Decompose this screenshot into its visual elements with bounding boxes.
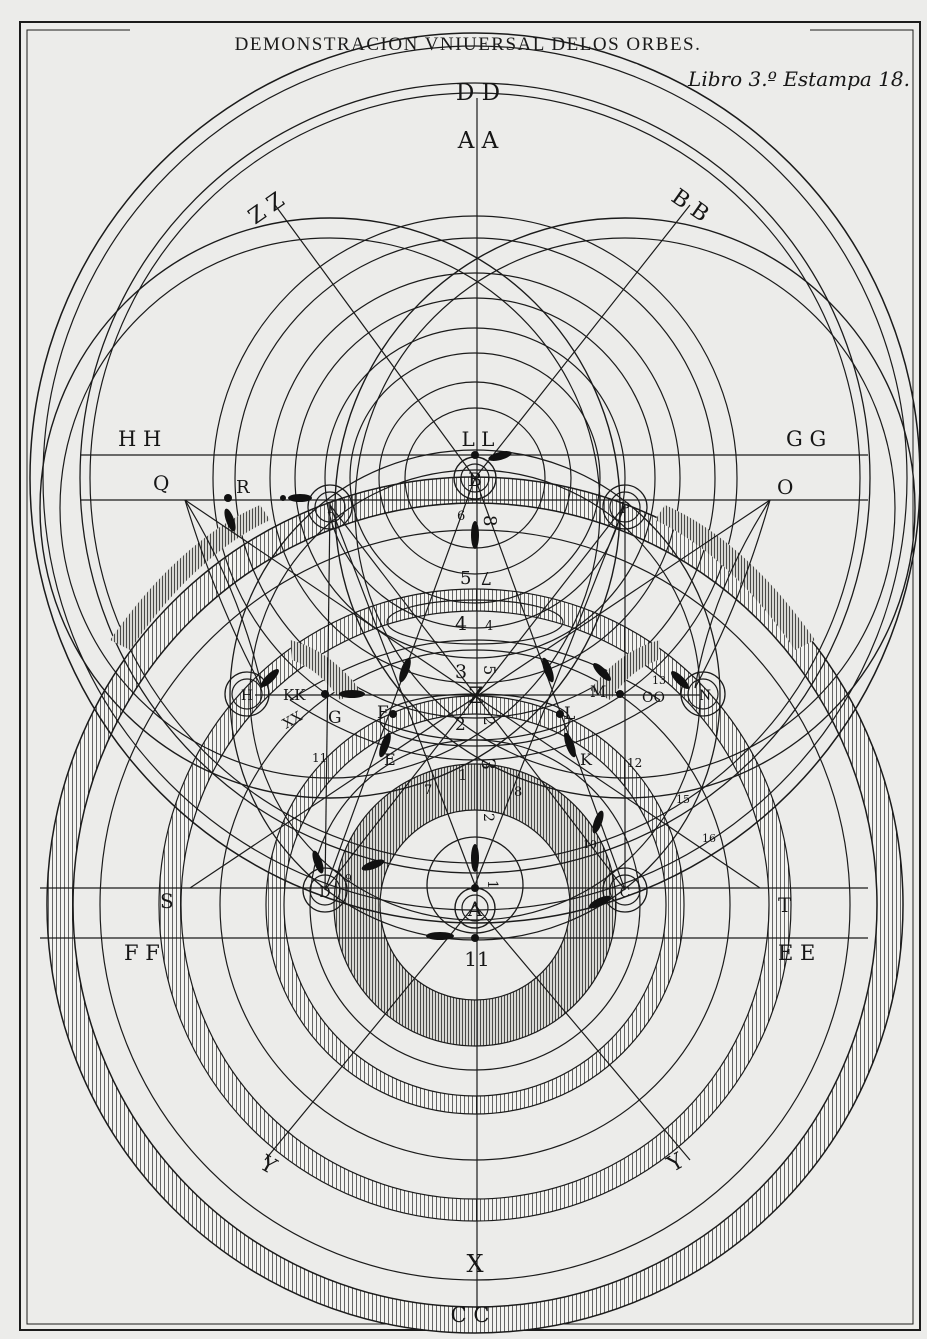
label-16: 16 [702,832,716,845]
path-dot [389,710,397,718]
label-5: 5 [460,568,471,589]
leaf-marker [288,494,312,502]
path-dot [280,495,286,501]
label-k: K [580,750,593,769]
label-x: X [466,1250,483,1278]
label-15: 15 [676,793,690,806]
label-z: Z [468,684,483,709]
glyph-3: 3 [477,758,499,770]
label-aa: A A [457,128,499,154]
label-n: N [699,688,711,704]
leaf-marker [339,690,365,698]
label-g: G [328,708,342,728]
label-p: P [620,499,630,517]
glyph-11: 11 [464,947,489,971]
label-c: C [620,885,631,901]
label-o: O [777,475,793,499]
label-m: M [590,682,606,701]
label-12: 12 [627,756,642,770]
label-10: 10 [583,838,597,851]
label-6: 6 [457,509,465,524]
glyph-2: 2 [480,716,498,726]
path-dot [224,494,232,502]
label-t: T [778,893,792,917]
label-9: 9 [345,872,352,885]
label-gg: G G [786,427,826,451]
label-oo: OO [642,690,665,706]
leaf-marker [471,521,479,549]
label-i: I [327,499,333,517]
glyph-7: 7 [481,567,492,588]
glyph-4: 4 [485,619,493,634]
label-q: Q [153,471,169,495]
path-dot [471,934,479,942]
label-cc: C C [451,1303,490,1327]
label-7: 7 [424,783,432,798]
label-f: F [377,703,389,723]
path-dot [556,710,564,718]
label-l: L [564,704,575,724]
label-r: R [236,477,250,498]
label-4: 4 [455,613,467,635]
label-h: H [241,688,253,704]
glyph-5: 5 [480,665,499,675]
label-ee: E E [778,941,815,965]
path-dot [471,451,479,459]
path-dot [321,690,329,698]
glyph-8: 8 [479,515,500,526]
path-dot [616,690,624,698]
label-b: B [468,469,482,491]
label-e: E [384,750,396,769]
label-3: 3 [455,661,467,683]
label-ff: F F [124,941,160,965]
label-dd: D D [456,80,500,106]
label-a: A [467,897,483,921]
leaf-marker [471,844,479,872]
label-1: 1 [458,766,468,784]
leaf-marker [426,932,454,940]
label-2: 2 [455,715,466,735]
label-8: 8 [514,785,522,800]
label-13: 13 [652,674,666,687]
label-11: 11 [312,751,327,765]
glyph-1: 1 [484,880,500,889]
label-hh: H H [118,427,161,451]
path-dot [471,884,479,892]
plate-reference: Libro 3.º Estampa 18. [687,67,910,91]
label-kk: KK [283,686,306,704]
plate-title: DEMONSTRACION VNIUERSAL DELOS ORBES. [235,34,702,55]
label-s: S [160,889,174,913]
label-ll: L L [462,427,495,451]
label-d: D [319,885,330,901]
glyph-2b: 2 [480,813,496,822]
